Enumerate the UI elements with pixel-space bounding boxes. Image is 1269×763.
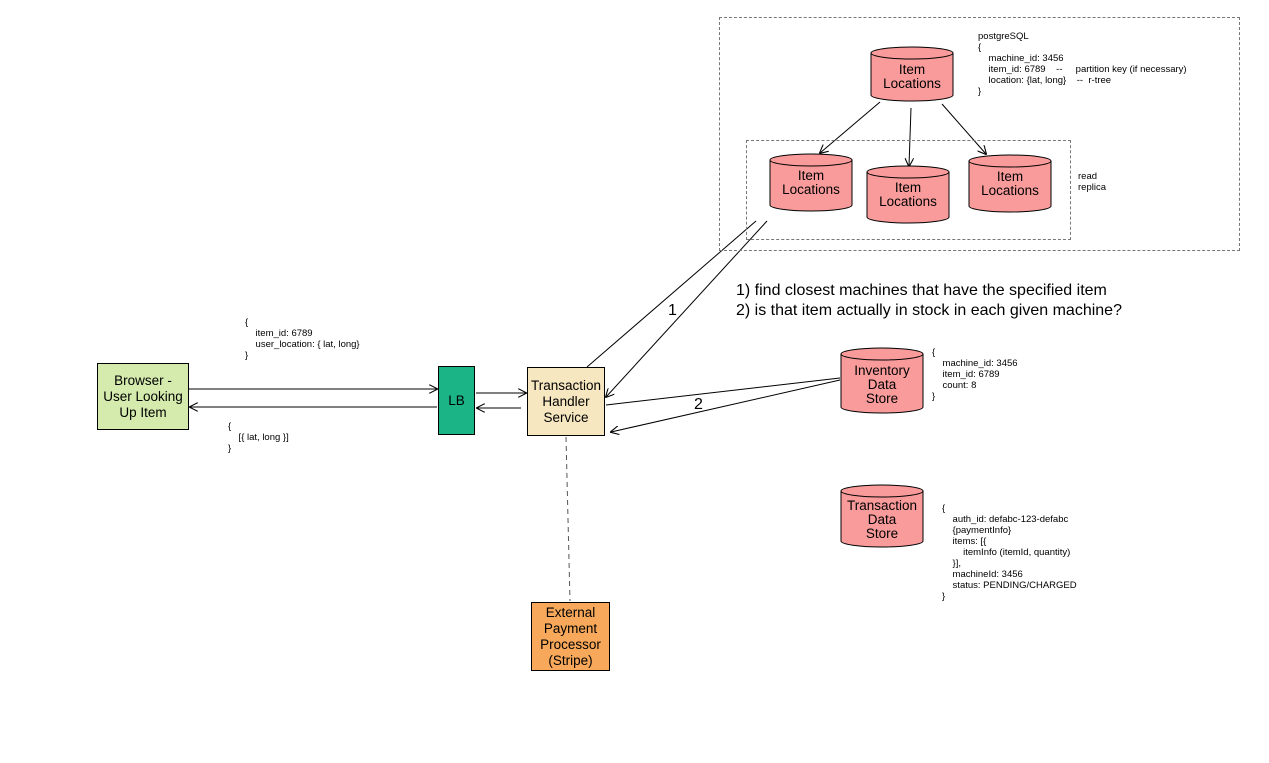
inventory-data-store-label: Inventory Data Store bbox=[854, 363, 910, 406]
postgres-cluster-boundary bbox=[719, 17, 1240, 251]
item-locations-replica-2-db[interactable]: Item Locations bbox=[866, 165, 950, 224]
postgres-schema-note: postgreSQL { machine_id: 3456 item_id: 6… bbox=[978, 31, 1187, 97]
transaction-handler-node[interactable]: Transaction Handler Service bbox=[527, 367, 605, 436]
transaction-schema-note: { auth_id: defabc-123-defabc {paymentInf… bbox=[942, 503, 1077, 602]
edge-inventory-to-ths bbox=[611, 379, 841, 432]
item-locations-primary-db[interactable]: Item Locations bbox=[870, 46, 954, 102]
transaction-data-store-db[interactable]: Transaction Data Store bbox=[840, 484, 924, 548]
inventory-schema-note: { machine_id: 3456 item_id: 6789 count: … bbox=[932, 347, 1018, 402]
edge-ths-to-inventory bbox=[605, 377, 841, 406]
edge-primary-to-replica-1 bbox=[820, 101, 881, 153]
edge-label-2: 2 bbox=[694, 396, 703, 413]
edge-primary-to-replica-2 bbox=[909, 107, 911, 166]
browser-node[interactable]: Browser - User Looking Up Item bbox=[97, 363, 189, 430]
load-balancer-node[interactable]: LB bbox=[438, 366, 475, 435]
edge-label-1: 1 bbox=[668, 302, 677, 319]
steps-note: 1) find closest machines that have the s… bbox=[736, 282, 1122, 319]
item-locations-replica-2-label: Item Locations bbox=[879, 180, 937, 209]
item-locations-primary-label: Item Locations bbox=[883, 62, 941, 91]
edge-ths-to-external bbox=[565, 436, 571, 602]
inventory-data-store-db[interactable]: Inventory Data Store bbox=[840, 347, 924, 414]
transaction-data-store-label: Transaction Data Store bbox=[846, 498, 918, 541]
request-payload-note: { item_id: 6789 user_location: { lat, lo… bbox=[245, 317, 360, 361]
edge-primary-to-replica-3 bbox=[941, 103, 986, 154]
edge-ths-to-replica bbox=[586, 220, 757, 368]
item-locations-replica-3-db[interactable]: Item Locations bbox=[968, 154, 1052, 213]
item-locations-replica-1-label: Item Locations bbox=[782, 168, 840, 197]
read-replica-label: read replica bbox=[1078, 171, 1106, 193]
external-payment-node[interactable]: External Payment Processor (Stripe) bbox=[531, 602, 610, 671]
read-replica-boundary bbox=[746, 140, 1071, 240]
item-locations-replica-1-db[interactable]: Item Locations bbox=[769, 153, 853, 212]
response-payload-note: { [{ lat, long }] } bbox=[228, 421, 289, 454]
item-locations-replica-3-label: Item Locations bbox=[981, 169, 1039, 198]
